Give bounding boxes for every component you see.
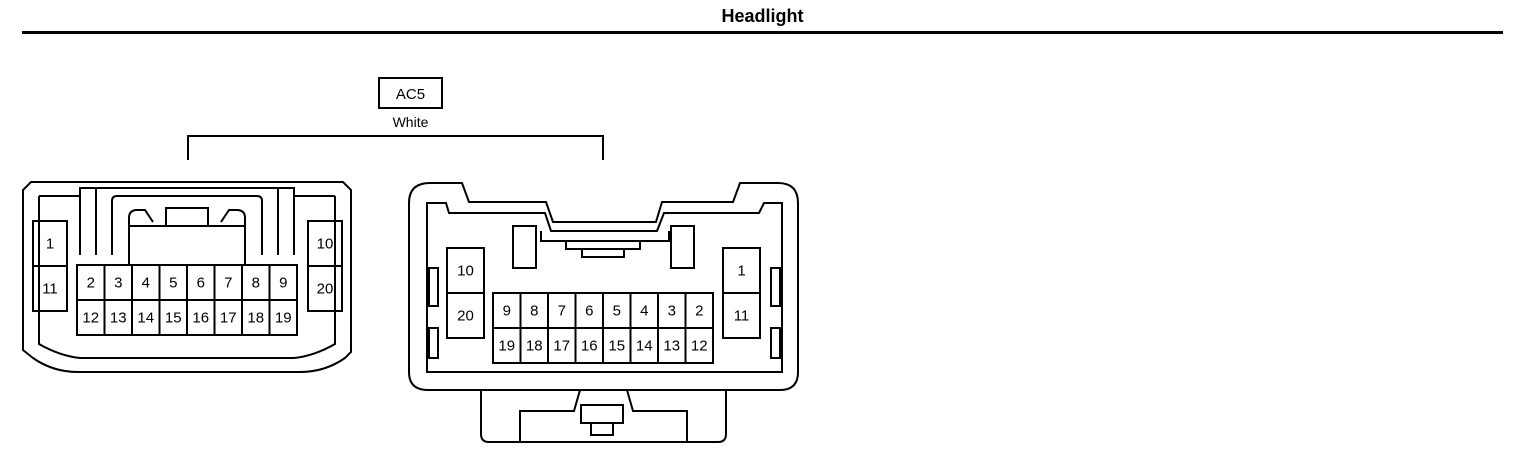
right-pin-bottom-3-label: 16 [581,338,598,355]
left-pin-side-bottom-left-cell [32,265,68,312]
right-pin-side-bottom-left-label: 20 [457,308,474,325]
left-pin-top-1-label: 3 [114,275,122,292]
right-pin-top-2-label: 7 [558,303,566,320]
right-pin-top-7-label: 2 [695,303,703,320]
right-pin-top-5-label: 4 [640,303,648,320]
right-pin-top-0-label: 9 [503,303,511,320]
right-pin-top-6-label: 3 [668,303,676,320]
right-pin-bottom-0-label: 19 [498,338,515,355]
left-pin-side-bottom-right-label: 20 [317,281,334,298]
connector-code-box [378,77,443,109]
title-rule [22,31,1503,34]
left-pin-bottom-5-label: 17 [220,310,237,327]
left-pin-bottom-2-label: 14 [137,310,154,327]
left-pin-top-6-label: 8 [252,275,260,292]
left-pin-bottom-7-cell [268,299,298,336]
left-pin-top-4-label: 6 [197,275,205,292]
connector-bracket [187,135,604,160]
right-pin-side-bottom-right-cell [722,292,761,339]
connector-color: White [393,114,429,130]
right-pin-side-bottom-right-label: 11 [734,308,750,325]
left-pin-top-0-label: 2 [87,275,95,292]
left-pin-bottom-0-label: 12 [82,310,99,327]
right-pin-side-top-right-label: 1 [737,263,745,280]
right-pin-bottom-4-label: 15 [608,338,625,355]
right-pin-bottom-1-label: 18 [526,338,543,355]
right-pin-bottom-7-label: 12 [691,338,708,355]
right-pin-side-bottom-left-cell [446,292,485,339]
left-pin-top-2-label: 4 [142,275,150,292]
left-pin-bottom-6-label: 18 [247,310,264,327]
left-pin-side-bottom-left-label: 11 [42,281,58,298]
left-pin-side-bottom-right-cell [307,265,343,312]
right-pin-bottom-6-label: 13 [663,338,680,355]
right-pin-bottom-7-cell [684,327,714,364]
left-pin-bottom-7-label: 19 [275,310,292,327]
right-connector-body [408,182,799,443]
left-pin-top-3-label: 5 [169,275,177,292]
left-pin-side-top-left-label: 1 [46,236,54,253]
right-pin-bottom-5-label: 14 [636,338,653,355]
left-pin-bottom-1-label: 13 [110,310,127,327]
page-title: Headlight [721,6,804,26]
right-pin-bottom-2-label: 17 [553,338,570,355]
left-pin-top-5-label: 7 [224,275,232,292]
left-pin-side-top-right-label: 10 [317,236,334,253]
left-pin-top-7-label: 9 [279,275,287,292]
right-pin-side-top-left-label: 10 [457,263,474,280]
connector-code: AC5 [396,86,425,103]
left-pin-bottom-4-label: 16 [192,310,209,327]
right-pin-top-3-label: 6 [585,303,593,320]
right-pin-top-1-label: 8 [530,303,538,320]
right-pin-top-4-label: 5 [613,303,621,320]
left-pin-bottom-3-label: 15 [165,310,182,327]
left-connector-body [22,181,352,373]
